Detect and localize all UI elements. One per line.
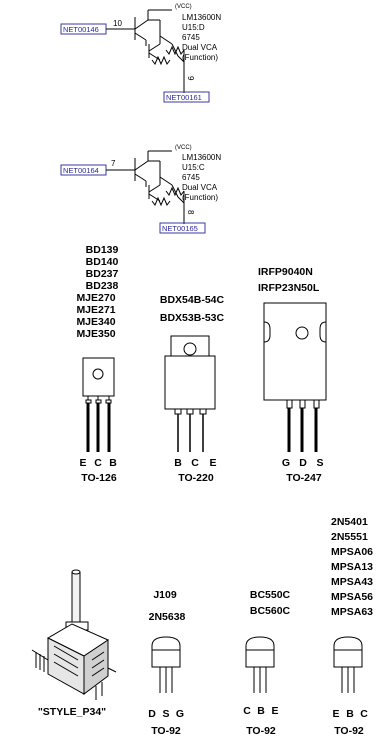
pin-label: B [109, 457, 117, 469]
part-name: BD139 [86, 244, 119, 256]
part-number: LM13600N [182, 153, 221, 162]
part-name: MPSA56 [331, 591, 373, 603]
part-name: BDX53B-53C [160, 312, 225, 324]
pin-label: D [299, 457, 307, 469]
pin-label: B [257, 705, 265, 717]
part-name: BC550C [250, 589, 291, 601]
part-desc: Dual VCA [182, 43, 218, 52]
part-name: IRFP9040N [258, 266, 313, 278]
to126-package-outline [82, 357, 115, 404]
part-desc-sub: (Function) [182, 193, 218, 202]
pin-out-number: 9 [186, 76, 195, 81]
net-out-label: NET00161 [166, 93, 202, 102]
pin-label: E [271, 705, 278, 717]
pin-label: G [282, 457, 290, 469]
part-name: MPSA43 [331, 576, 373, 588]
part-name: IRFP23N50L [258, 282, 320, 294]
package-name: TO-92 [246, 725, 276, 737]
pin-label: E [209, 457, 216, 469]
part-name: BD237 [86, 268, 119, 280]
pin-out-number: 8 [186, 210, 195, 215]
to92-body [245, 636, 275, 693]
pin-in-number: 10 [113, 19, 122, 28]
to92-body [151, 636, 181, 693]
part-desc-sub: (Function) [182, 53, 218, 62]
potentiometer-drawing [31, 569, 117, 700]
package-name: TO-92 [151, 725, 181, 737]
vcc-label: (VCC) [175, 145, 192, 151]
part-name: 2N5401 [331, 516, 368, 528]
pin-label: S [316, 457, 323, 469]
pin-label: B [174, 457, 182, 469]
to220-legs [177, 414, 204, 452]
part-name: MJE340 [76, 316, 115, 328]
part-name: MJE270 [76, 292, 115, 304]
to92-body [333, 636, 363, 693]
pin-label: E [79, 457, 86, 469]
part-number: LM13600N [182, 13, 221, 22]
pin-in-number: 7 [111, 159, 116, 168]
part-code: 6745 [182, 173, 200, 182]
to247-legs [287, 408, 318, 452]
part-name: BDX54B-54C [160, 294, 225, 306]
net-label-box [163, 91, 210, 103]
part-name: MPSA06 [331, 546, 373, 558]
part-name: MPSA63 [331, 606, 373, 618]
package-name: TO-220 [178, 472, 214, 484]
part-code: 6745 [182, 33, 200, 42]
part-name: BC560C [250, 605, 291, 617]
pin-label: C [191, 457, 199, 469]
to92c-part-list: 2N5401 2N5551 MPSA06 MPSA13 MPSA43 MPSA5… [331, 516, 373, 618]
to126-legs [86, 403, 111, 452]
pin-label: D [148, 708, 156, 720]
part-desc: Dual VCA [182, 183, 218, 192]
net-label-box [159, 222, 206, 234]
to247-package-outline [263, 302, 327, 409]
pin-label: B [346, 708, 354, 720]
part-name: 2N5638 [149, 611, 186, 623]
pin-label: C [94, 457, 102, 469]
net-in-label: NET00146 [63, 25, 99, 34]
package-name: TO-92 [334, 725, 364, 737]
part-name: BD238 [86, 280, 119, 292]
part-name: MJE350 [76, 328, 115, 340]
net-in-label: NET00164 [63, 166, 99, 175]
part-name: BD140 [86, 256, 119, 268]
package-name: TO-126 [81, 472, 117, 484]
pin-label: C [360, 708, 368, 720]
part-name: MPSA13 [331, 561, 373, 573]
pin-label: S [162, 708, 169, 720]
pin-label: G [176, 708, 184, 720]
to126-part-list: BD139 BD140 BD237 BD238 MJE270 MJE271 MJ… [76, 244, 118, 340]
part-name: MJE271 [76, 304, 115, 316]
net-out-label: NET00165 [162, 224, 198, 233]
pin-label: E [332, 708, 339, 720]
vcc-label: (VCC) [175, 4, 192, 10]
package-name: TO-247 [286, 472, 322, 484]
part-name: 2N5551 [331, 531, 368, 543]
package-name: "STYLE_P34" [38, 706, 106, 718]
ref-designator: U15:C [182, 163, 205, 172]
vca-symbol-1 [60, 9, 210, 103]
ref-designator: U15:D [182, 23, 205, 32]
part-name: J109 [153, 589, 177, 601]
vca-symbol-2 [60, 150, 206, 234]
to220-package-outline [164, 335, 216, 415]
pin-label: C [243, 705, 251, 717]
